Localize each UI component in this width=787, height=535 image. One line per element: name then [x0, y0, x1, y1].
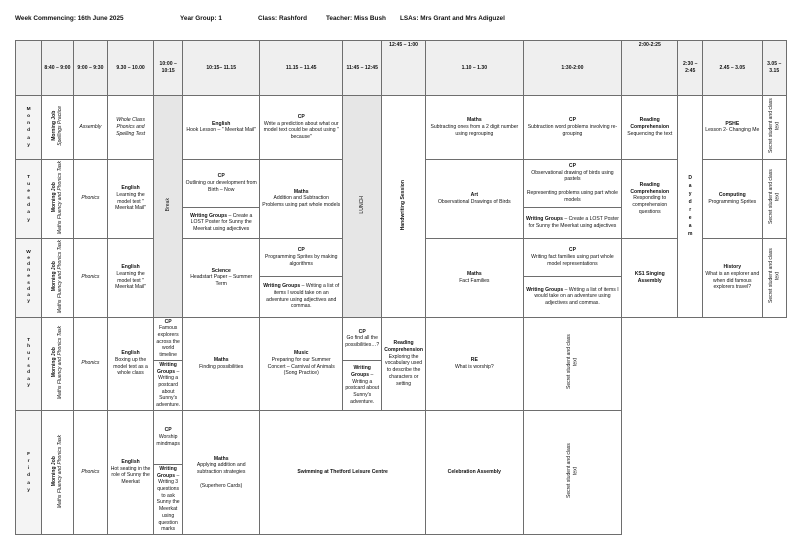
time-cell: 12:45 – 1:00: [381, 40, 426, 96]
time-cell: 10:15– 11.15: [182, 40, 261, 96]
time-cell: 2:30 – 2:45: [677, 40, 704, 96]
writing-groups-cell: Writing Groups – Writing a list of items…: [522, 276, 623, 318]
time-cell: 2:00-2:25: [621, 40, 679, 96]
time-row: 8:40 – 9:00 9:00 – 9:30 9.30 – 10.00 10:…: [14, 40, 787, 96]
year-group: Year Group: 1: [180, 15, 222, 22]
writing-groups-cell: Writing Groups – Create a LOST Poster fo…: [522, 206, 623, 239]
time-cell: 8:40 – 9:00: [41, 40, 74, 96]
time-cell: 11:45 – 12:45: [342, 40, 383, 96]
lsa-names: LSAs: Mrs Grant and Mrs Adiguzel: [400, 15, 505, 22]
phonics-cell: Phonics: [72, 237, 109, 318]
writing-groups-cell: Writing Groups – Create a LOST Poster fo…: [182, 206, 261, 239]
time-cell: 1.10 – 1.30: [424, 40, 524, 96]
writing-groups-cell: Writing Groups – Writing a postcard abou…: [153, 359, 184, 411]
end-of-day-cell: Secret student and class text: [522, 409, 623, 535]
time-cell: 2.45 – 3.05: [702, 40, 763, 96]
day-row-wednesday-sub: Writing Groups – Writing a list of items…: [16, 276, 787, 318]
timetable: 8:40 – 9:00 9:00 – 9:30 9.30 – 10.00 10:…: [14, 40, 787, 535]
lesson-cell: KS1 Singing Assembly: [621, 237, 679, 318]
end-of-day-cell: Secret student and class text: [761, 158, 787, 239]
lesson-cell: Celebration Assembly: [424, 409, 524, 535]
swimming-cell: Swimming at Thetford Leisure Centre: [259, 409, 426, 535]
break-column: Break: [153, 95, 184, 318]
end-of-day-cell: Secret student and class text: [522, 316, 623, 411]
writing-groups-cell: Writing Groups – Writing a list of items…: [259, 276, 344, 318]
day-row-tuesday-sub: Writing Groups – Create a LOST Poster fo…: [16, 206, 787, 239]
day-row-thursday-sub: Writing Groups – Writing a postcard abou…: [16, 359, 787, 411]
time-cell: 10:00 – 10:15: [153, 40, 184, 96]
time-cell: 3.05 – 3.15: [761, 40, 787, 96]
time-cell: 9:00 – 9:30: [72, 40, 109, 96]
writing-groups-cell: Writing Groups – Writing 3 questions to …: [153, 463, 184, 535]
handwriting-column: Handwriting Session: [381, 95, 426, 318]
end-of-day-cell: Secret student and class text: [761, 237, 787, 318]
phonics-cell: Phonics: [72, 316, 109, 411]
corner-cell: [14, 40, 43, 96]
end-of-day-cell: Secret student and class text: [761, 95, 787, 160]
week-commencing: Week Commencing: 16th June 2025: [15, 15, 124, 22]
lesson-cell: Whole Class Phonics and Spelling Test: [107, 95, 155, 160]
teacher-name: Teacher: Miss Bush: [326, 15, 386, 22]
assembly-cell: Assembly: [72, 95, 109, 160]
writing-groups-cell: Writing Groups – Writing a postcard abou…: [342, 359, 383, 411]
phonics-cell: Phonics: [72, 409, 109, 535]
time-cell: 9.30 – 10.00: [107, 40, 155, 96]
time-cell: 1:30-2:00: [522, 40, 623, 96]
time-cell: 11.15 – 11.45: [259, 40, 344, 96]
class-name: Class: Rashford: [258, 15, 308, 22]
phonics-cell: Phonics: [72, 158, 109, 239]
lunch-column: LUNCH: [342, 95, 383, 318]
